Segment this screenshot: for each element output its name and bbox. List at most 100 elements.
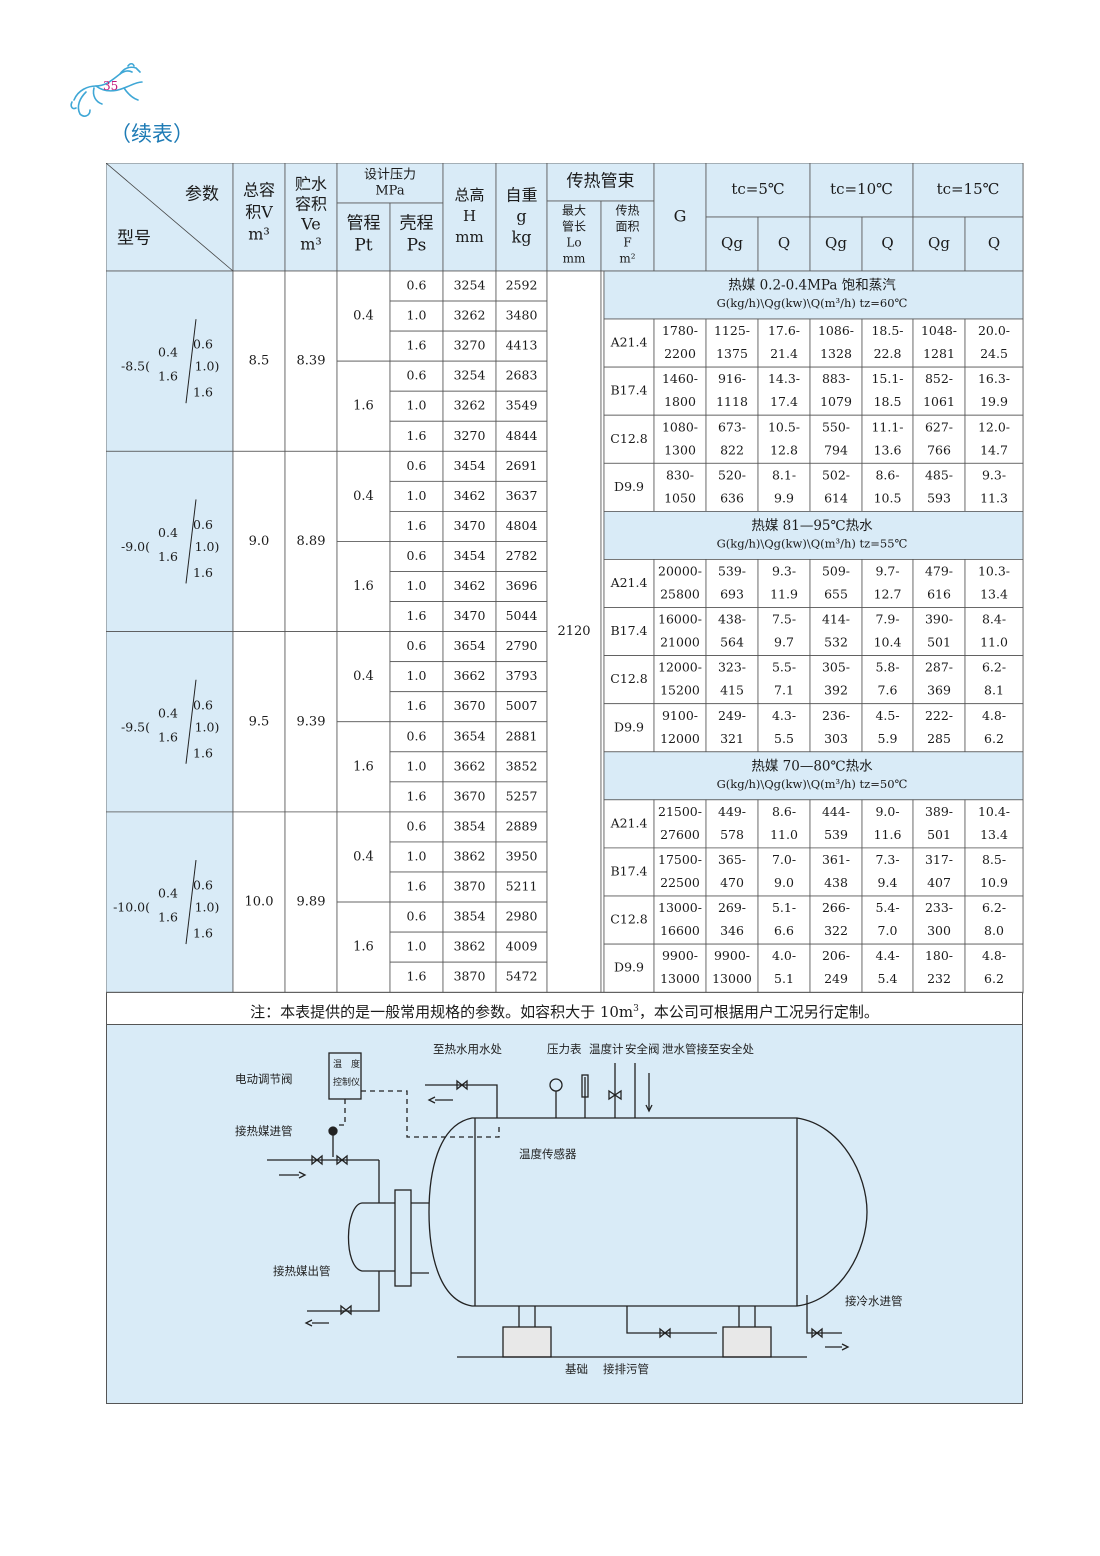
g-value: 17500-: [658, 852, 702, 867]
pt-cell: [336, 360, 391, 452]
label-heat-in: 接热媒进管: [235, 1124, 293, 1138]
qg-q-value: 479-: [925, 563, 953, 578]
qg-q-value: 539-: [718, 563, 746, 578]
table-row-value: 5044: [506, 608, 538, 623]
lo-cell: [546, 270, 602, 993]
header-area: F: [623, 236, 631, 250]
header-param: 参数: [185, 185, 219, 205]
header-cell: [809, 163, 914, 218]
qg-q-value: 5.8-: [875, 660, 899, 675]
qg-q-value: 438: [824, 875, 848, 890]
label-foundation: 基础: [565, 1362, 588, 1376]
value-cell: [912, 943, 966, 993]
table-cell: [442, 360, 497, 392]
label-temp-controller-2: 控制仪: [333, 1078, 361, 1088]
value-cell: [705, 703, 759, 753]
model-text: 0.4: [158, 525, 178, 540]
qg-q-value: 1281: [923, 346, 955, 361]
table-cell: [495, 751, 548, 783]
g-value: 1780-: [662, 323, 698, 338]
table-cell: [442, 691, 497, 723]
table-row-value: 0.6: [407, 909, 427, 924]
installation-drawing: [267, 1052, 868, 1358]
qg-q-value: 11.3: [980, 490, 1008, 505]
model-cell: [106, 811, 234, 993]
table-row-value: 1.0: [407, 398, 427, 413]
header-cell: [442, 163, 497, 272]
value-cell: [964, 607, 1024, 656]
table-row-value: 3662: [454, 758, 486, 773]
qg-q-value: 17.4: [770, 394, 798, 409]
qg-q-value: 7.0-: [772, 852, 796, 867]
header-shell-side: 壳程: [400, 214, 434, 234]
table-cell: [495, 601, 548, 632]
total-volume: 8.5: [249, 354, 270, 369]
qg-q-value: 4.8-: [982, 708, 1006, 723]
qg-q-value: 249: [824, 971, 848, 986]
value-cell: [861, 895, 914, 945]
table-row-value: 3662: [454, 668, 486, 683]
area-cell: [603, 462, 655, 512]
qg-q-value: 7.5-: [772, 612, 796, 627]
qg-q-value: 4.4-: [875, 948, 899, 963]
model-text: 0.4: [158, 345, 178, 360]
qg-q-value: 206-: [822, 948, 850, 963]
g-value: 13000-: [658, 900, 702, 915]
model-text: 0.4: [158, 886, 178, 901]
qg-q-value: 1125-: [714, 323, 750, 338]
pt-cell: [336, 541, 391, 633]
qg-q-value: 636: [720, 490, 744, 505]
table-row-value: 2691: [506, 458, 538, 473]
medium-title: 热媒 81—95℃热水: [751, 518, 873, 534]
medium-title: 热媒 70—80℃热水: [751, 758, 873, 774]
qg-q-value: 6.6: [774, 923, 794, 938]
g-cell: [653, 607, 707, 656]
table-row-value: 1.6: [407, 608, 427, 623]
header-total-vol: 积V: [245, 203, 273, 222]
water-volume: 8.39: [297, 354, 326, 369]
model-name: -10.0(: [113, 900, 150, 915]
qg-q-value: 5.5: [774, 731, 794, 746]
g-cell: [653, 799, 707, 849]
area-code: A21.4: [610, 335, 648, 350]
total-volume: 9.5: [249, 714, 270, 729]
qg-q-value: 8.1: [984, 683, 1004, 698]
lo-gap: [600, 270, 605, 993]
table-cell: [389, 781, 444, 813]
value-cell: [757, 943, 811, 993]
table-cell: [495, 661, 548, 693]
qg-q-value: 693: [720, 586, 744, 601]
pt-cell: [336, 270, 391, 362]
g-cell: [653, 895, 707, 945]
table-cell: [389, 360, 444, 392]
model-name: -9.5(: [121, 719, 150, 734]
header-cell: [912, 216, 966, 272]
qg-q-value: 509-: [822, 563, 850, 578]
table-row-value: 3454: [454, 458, 486, 473]
table-row-value: 0.6: [407, 368, 427, 383]
header-height: H: [463, 207, 476, 225]
table-row-value: 3254: [454, 278, 486, 293]
qg-q-value: 305-: [822, 660, 850, 675]
model-text: 0.6: [193, 337, 213, 352]
model-text: 0.4: [158, 705, 178, 720]
table-row-value: 2980: [506, 909, 538, 924]
qg-q-value: 392: [824, 683, 848, 698]
value-cell: [964, 895, 1024, 945]
qg-q-value: 11.9: [770, 586, 798, 601]
g-value: 9900-: [662, 948, 698, 963]
table-row-value: 1.6: [407, 518, 427, 533]
qg-q-value: 249-: [718, 708, 746, 723]
g-value: 16600: [660, 923, 700, 938]
g-value: 21500-: [658, 804, 702, 819]
header-cell: [861, 216, 914, 272]
table-cell: [442, 931, 497, 963]
value-cell: [757, 414, 811, 464]
qg-q-value: 236-: [822, 708, 850, 723]
value-cell: [964, 943, 1024, 993]
water-volume: 9.89: [297, 895, 326, 910]
header-total-vol: m³: [248, 225, 270, 244]
value-cell: [912, 895, 966, 945]
area-code: A21.4: [610, 815, 648, 830]
table-row-value: 3696: [506, 578, 538, 593]
